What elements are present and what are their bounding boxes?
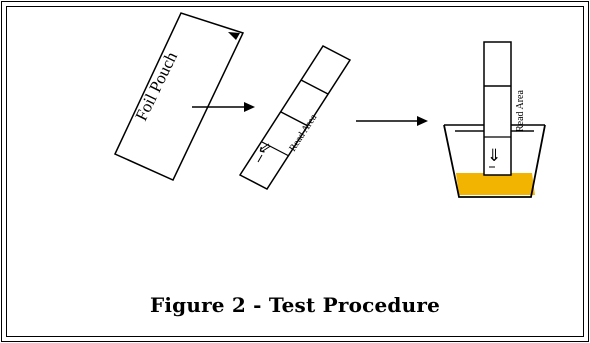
strip-outline [238, 45, 352, 190]
arrow-right-icon [244, 102, 255, 112]
liquid-sample [456, 173, 535, 195]
foil-pouch: Foil Pouch [113, 12, 245, 181]
cup-read-area-label: Read Area [515, 90, 526, 132]
tilted-test-strip: ⇐ Read Area [238, 45, 352, 190]
arrow-1 [192, 102, 255, 112]
figure-caption: Figure 2 - Test Procedure [149, 293, 441, 317]
inner-border [6, 6, 584, 337]
cup-outline [443, 124, 546, 198]
foil-pouch-outline [113, 12, 245, 181]
arrow-right-icon [417, 116, 428, 126]
cup-strip-direction-icon: ⇓ [487, 146, 501, 165]
arrow-2 [356, 116, 428, 126]
pouch-notch-icon [228, 32, 240, 40]
cup-strip-outline [483, 41, 512, 176]
cup-assembly: ⇓ Read Area [443, 41, 546, 198]
